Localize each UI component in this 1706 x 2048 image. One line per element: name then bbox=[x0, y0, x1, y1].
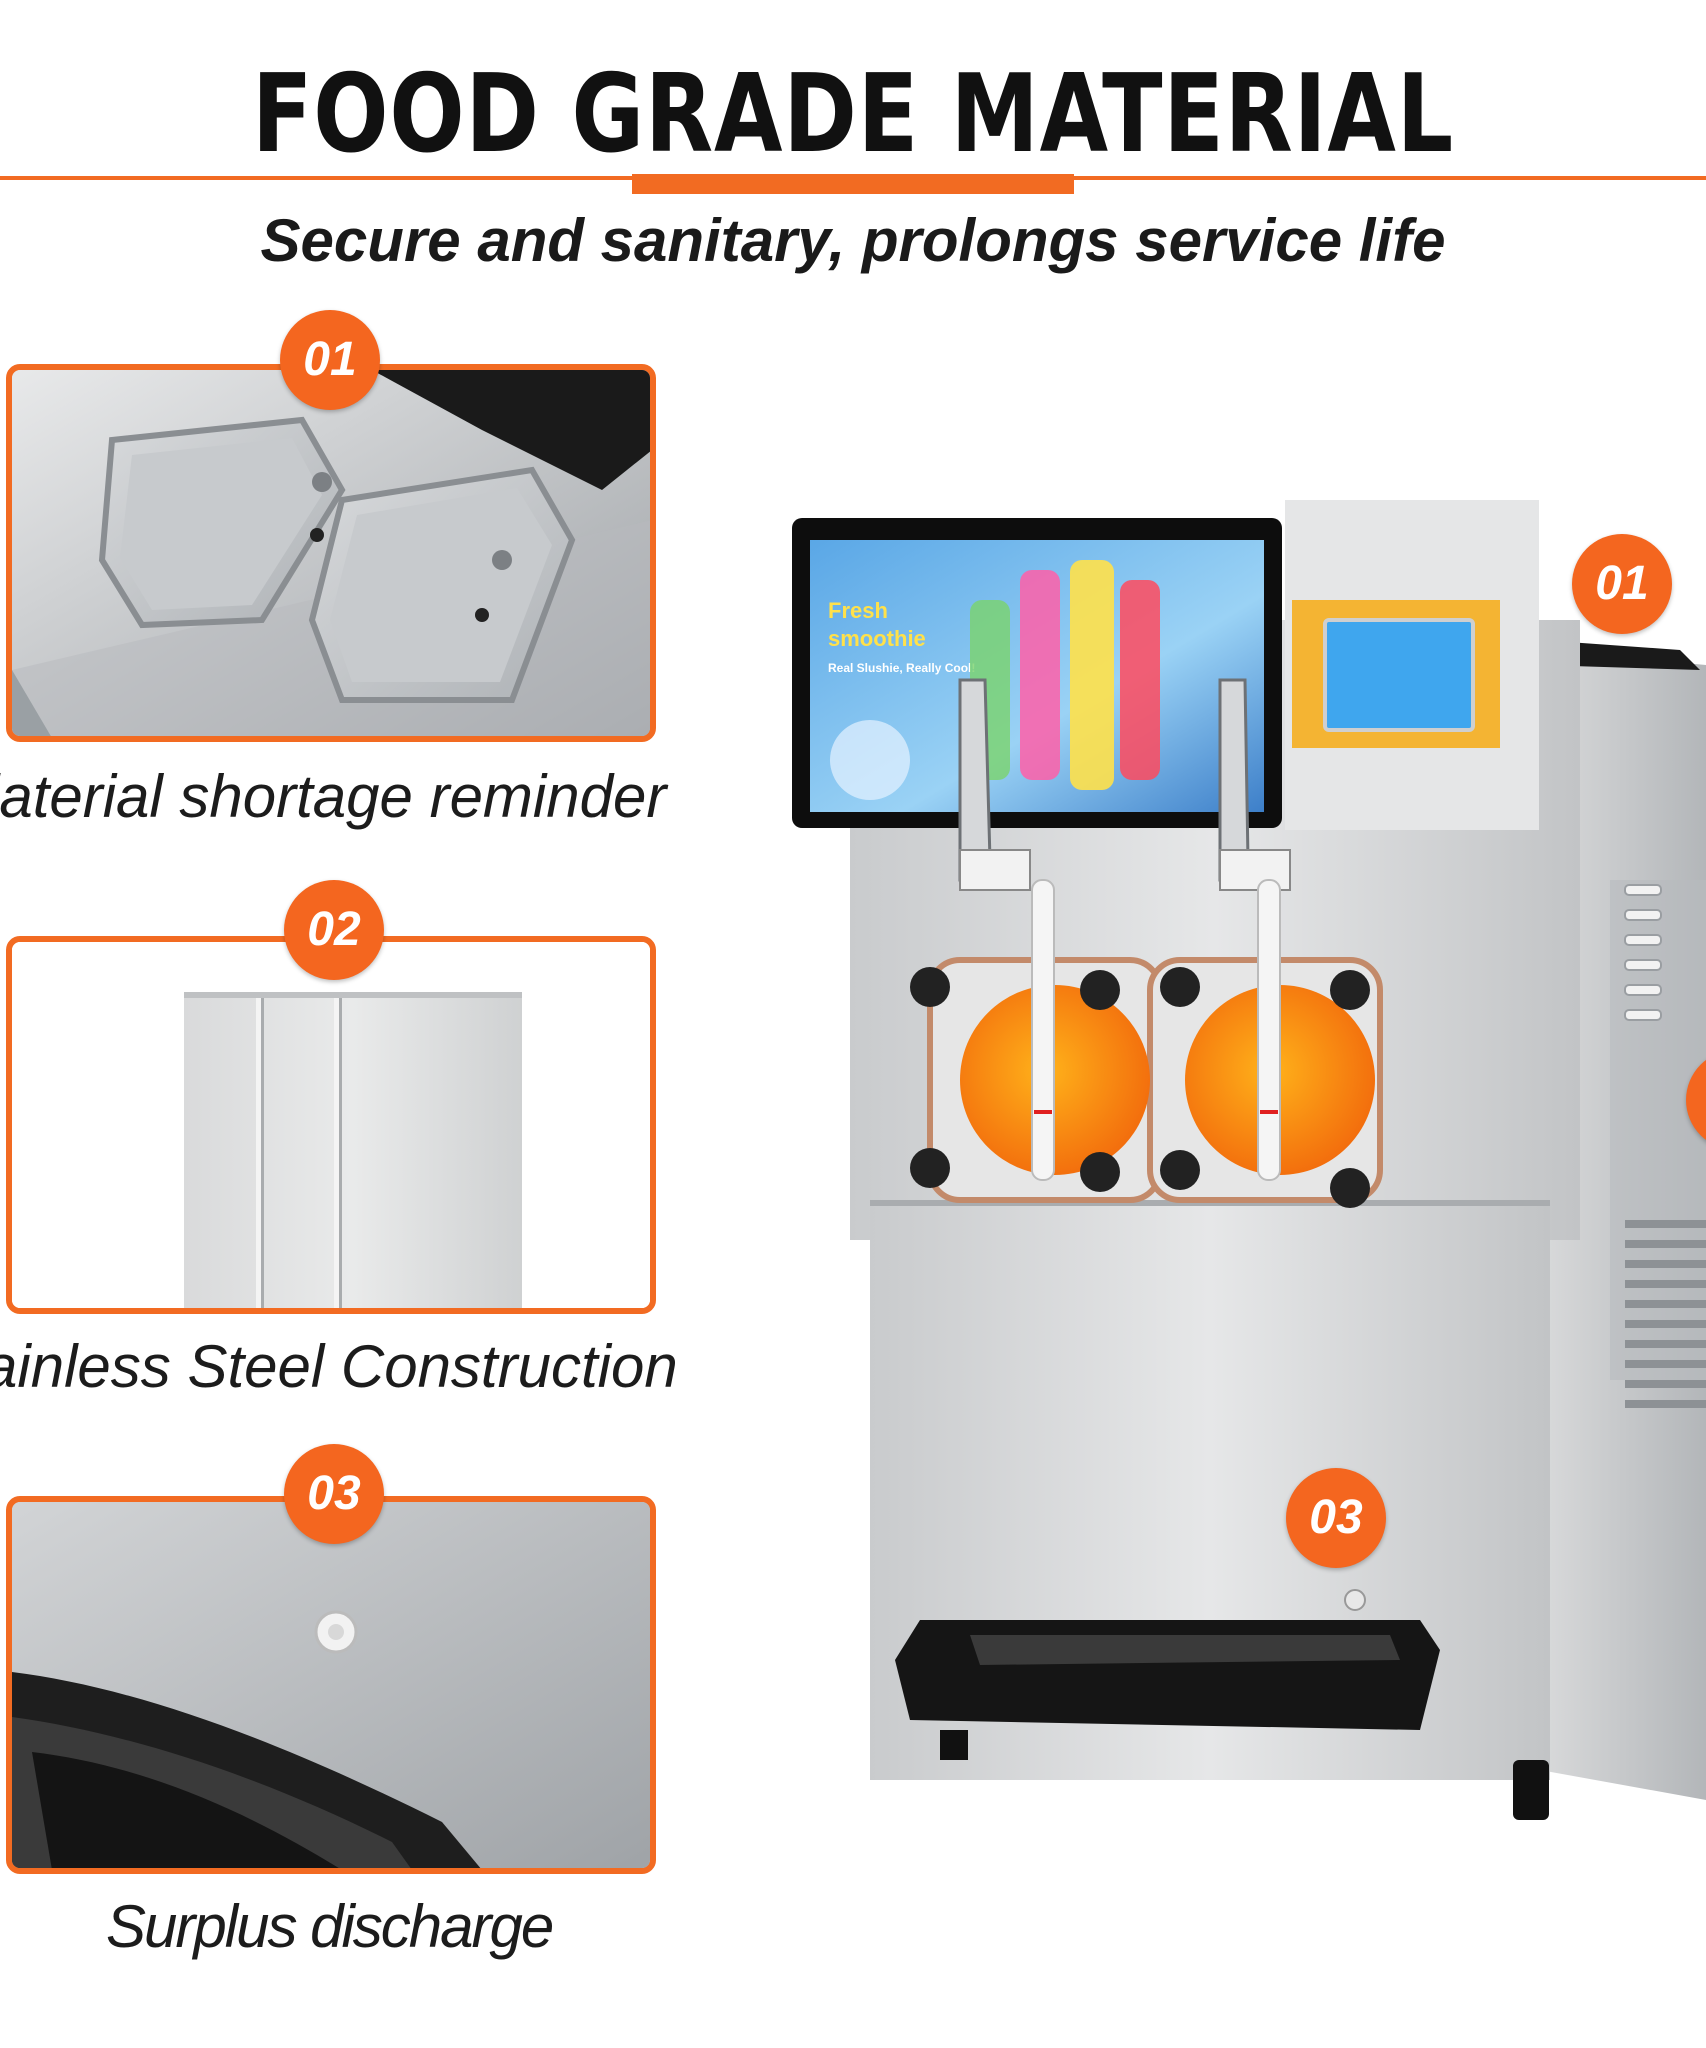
slush-machine-illustration: Fresh smoothie Real Slushie, Really Cool… bbox=[792, 500, 1706, 1820]
feature-image-steel-panel bbox=[6, 936, 656, 1314]
feature-caption-material-shortage: laterial shortage reminder bbox=[0, 763, 667, 830]
badge-02: 02 bbox=[284, 880, 384, 980]
screen-text-smoothie: smoothie bbox=[828, 626, 926, 651]
divider-right bbox=[1074, 176, 1706, 180]
badge-01: 01 bbox=[280, 310, 380, 410]
screen-text-fresh: Fresh bbox=[828, 598, 888, 623]
feature-image-discharge bbox=[6, 1496, 656, 1874]
feature-image-hopper bbox=[6, 364, 656, 742]
machine-badge-03: 03 bbox=[1286, 1468, 1386, 1568]
page-title: FOOD GRADE MATERIAL bbox=[251, 52, 1455, 177]
slush-machine-image: Fresh smoothie Real Slushie, Really Cool… bbox=[780, 500, 1706, 1860]
feature-caption-stainless-steel: ainless Steel Construction bbox=[0, 1333, 678, 1400]
page-subtitle: Secure and sanitary, prolongs service li… bbox=[260, 207, 1446, 274]
divider-accent bbox=[632, 174, 1074, 194]
feature-caption-surplus-discharge: Surplus discharge bbox=[106, 1893, 554, 1960]
screen-text-tagline: Real Slushie, Really Cool! bbox=[828, 661, 975, 675]
badge-03: 03 bbox=[284, 1444, 384, 1544]
machine-badge-01: 01 bbox=[1572, 534, 1672, 634]
divider-left bbox=[0, 176, 632, 180]
discharge-illustration bbox=[12, 1502, 650, 1868]
hopper-illustration bbox=[12, 370, 650, 736]
steel-panel-illustration bbox=[12, 942, 650, 1308]
